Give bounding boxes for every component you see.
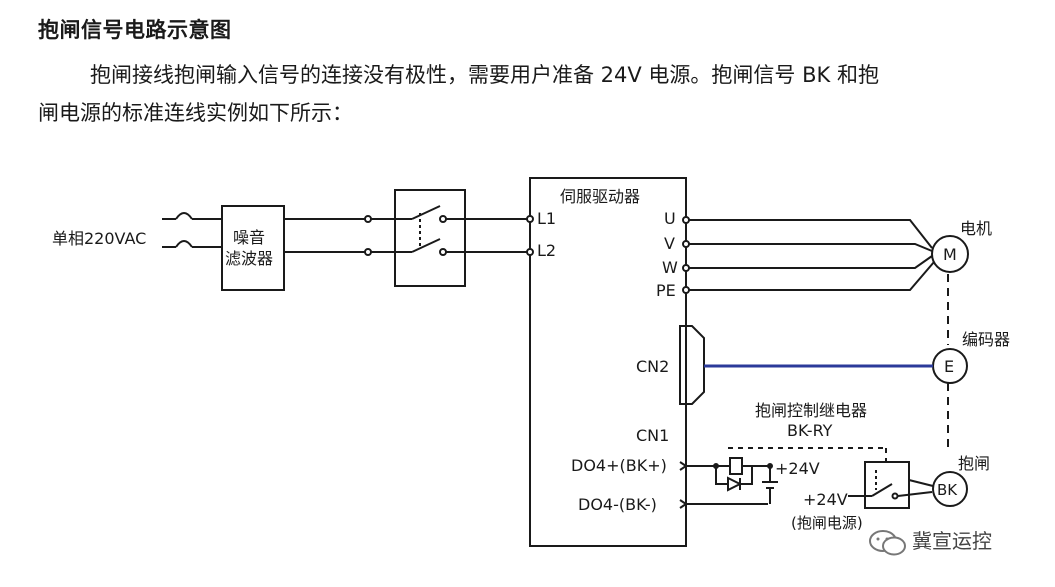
terminal-do4-minus: DO4-(BK-) — [578, 495, 657, 514]
motor-label: 电机 — [960, 219, 992, 238]
servo-driver-box — [529, 177, 687, 547]
wechat-icon — [869, 530, 906, 556]
paragraph-line-1: 抱闸接线抱闸输入信号的连接没有极性，需要用户准备 24V 电源。抱闸信号 BK … — [90, 63, 879, 87]
relay-title: 抱闸控制继电器 — [755, 401, 867, 420]
terminal-w: W — [662, 258, 678, 277]
motor-symbol: M — [943, 245, 957, 264]
brake-supply-label: (抱闸电源) — [791, 514, 863, 532]
watermark-text: 冀宣运控 — [912, 529, 992, 553]
relay-code: BK-RY — [787, 421, 833, 440]
terminal-u: U — [664, 209, 676, 228]
description-paragraph: 抱闸接线抱闸输入信号的连接没有极性，需要用户准备 24V 电源。抱闸信号 BK … — [38, 56, 1038, 132]
noise-filter-box — [221, 205, 285, 291]
motor-symbol-circle — [931, 235, 969, 273]
brake-symbol: BK — [937, 481, 958, 499]
brake-symbol-circle — [932, 471, 968, 507]
driver-title: 伺服驱动器 — [560, 187, 640, 206]
filter-label-2: 滤波器 — [225, 249, 273, 268]
terminal-v: V — [664, 234, 675, 253]
terminal-l1: L1 — [537, 209, 556, 228]
terminal-cn1: CN1 — [636, 426, 669, 445]
v24-label-b: +24V — [803, 490, 848, 509]
breaker-box — [394, 189, 466, 287]
filter-label-1: 噪音 — [233, 228, 265, 247]
terminal-pe: PE — [656, 281, 676, 300]
supply-label: 单相220VAC — [52, 229, 146, 248]
brake-label: 抱闸 — [958, 454, 990, 473]
encoder-label: 编码器 — [962, 330, 1010, 349]
encoder-symbol: E — [944, 357, 954, 376]
page-heading: 抱闸信号电路示意图 — [38, 18, 232, 42]
v24-label-a: +24V — [775, 459, 820, 478]
terminal-l2: L2 — [537, 241, 556, 260]
terminal-cn2: CN2 — [636, 357, 669, 376]
paragraph-line-2: 闸电源的标准连线实例如下所示： — [38, 101, 353, 125]
terminal-do4-plus: DO4+(BK+) — [571, 456, 667, 475]
